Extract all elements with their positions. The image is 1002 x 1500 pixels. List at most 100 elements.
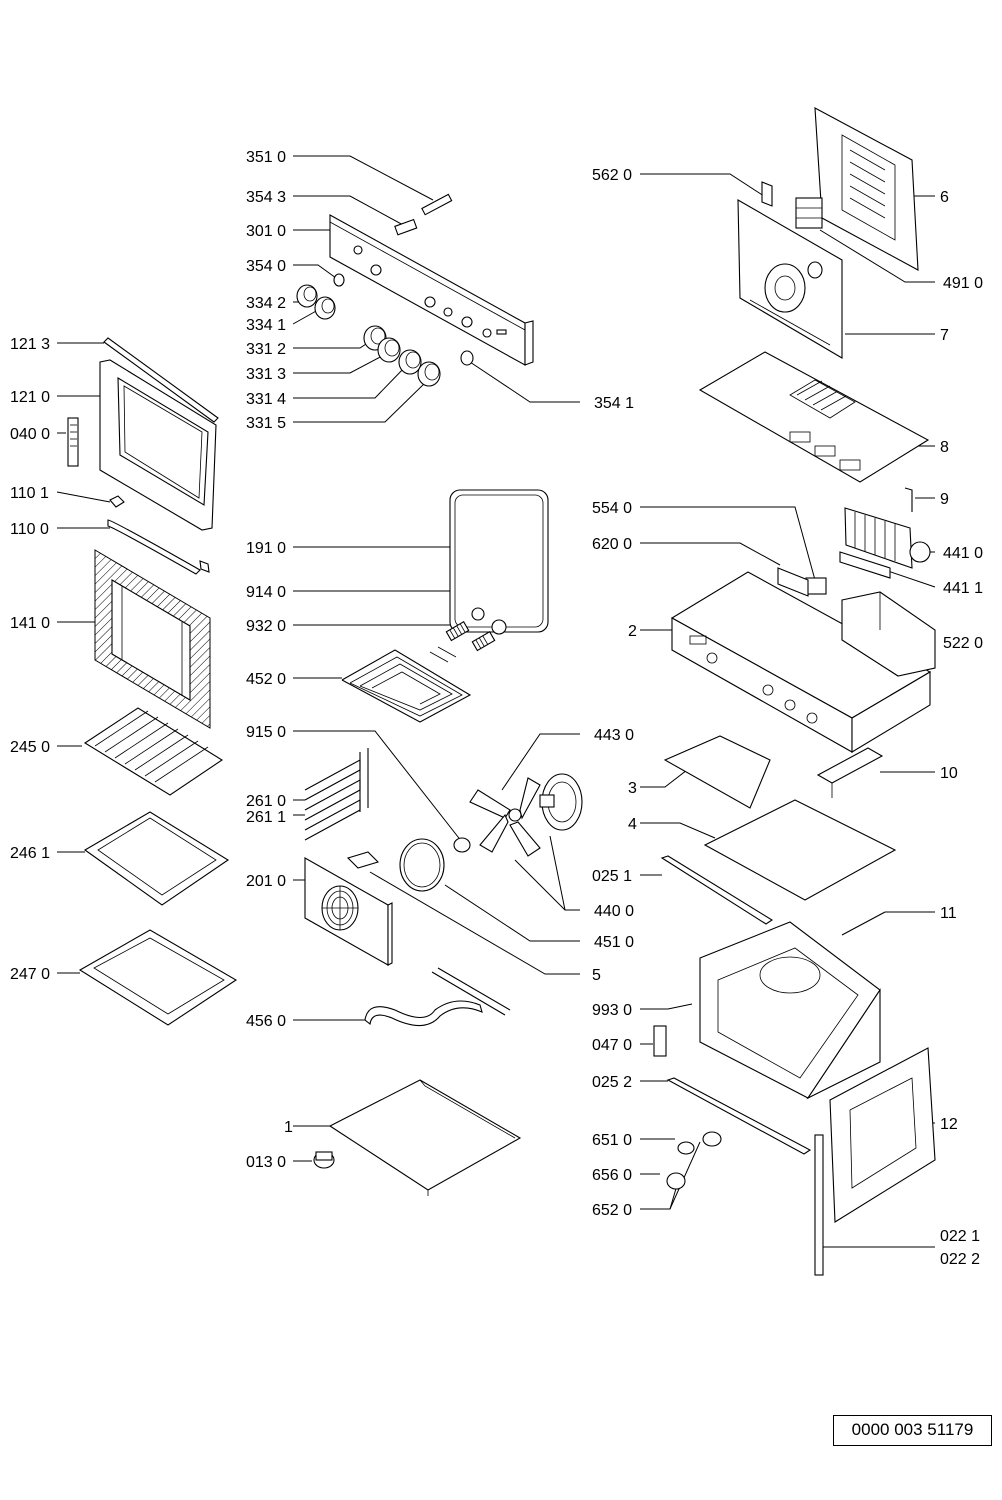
label-5: 5 xyxy=(592,967,601,984)
label-121-0: 121 0 xyxy=(10,389,50,406)
label-3: 3 xyxy=(628,780,637,797)
label-440-0: 440 0 xyxy=(594,903,634,920)
label-915-0: 915 0 xyxy=(246,724,286,741)
label-914-0: 914 0 xyxy=(246,584,286,601)
label-441-1: 441 1 xyxy=(943,580,983,597)
label-110-1: 110 1 xyxy=(10,485,49,502)
knob-part-331-3 xyxy=(377,337,401,363)
label-441-0: 441 0 xyxy=(943,545,983,562)
label-1: 1 xyxy=(284,1119,293,1136)
top-element-part-452-0 xyxy=(341,646,472,723)
label-110-0: 110 0 xyxy=(10,521,49,538)
label-443-0: 443 0 xyxy=(594,727,634,744)
label-656-0: 656 0 xyxy=(592,1167,632,1184)
label-331-4: 331 4 xyxy=(246,391,286,408)
label-491-0: 491 0 xyxy=(943,275,983,292)
label-040-0: 040 0 xyxy=(10,426,50,443)
label-246-1: 246 1 xyxy=(10,845,50,862)
tangential-fan-part-441-0 xyxy=(844,507,931,569)
label-331-2: 331 2 xyxy=(246,341,286,358)
shelf-part-4 xyxy=(703,799,897,901)
label-2: 2 xyxy=(628,623,637,640)
label-6: 6 xyxy=(940,189,949,206)
label-8: 8 xyxy=(940,439,949,456)
label-452-0: 452 0 xyxy=(246,671,286,688)
label-620-0: 620 0 xyxy=(592,536,632,553)
label-191-0: 191 0 xyxy=(246,540,286,557)
top-plate-part-8 xyxy=(698,351,930,483)
label-247-0: 247 0 xyxy=(10,966,50,983)
label-354-3: 354 3 xyxy=(246,189,286,206)
reference-number-box: 0000 003 51179 xyxy=(833,1415,992,1446)
element-group xyxy=(304,489,583,1196)
knob-part-334-1 xyxy=(314,296,336,320)
baking-tray-part-246-1 xyxy=(83,811,230,906)
label-047-0: 047 0 xyxy=(592,1037,632,1054)
reference-number: 0000 003 51179 xyxy=(851,1420,974,1439)
label-4: 4 xyxy=(628,816,637,833)
label-025-1: 025 1 xyxy=(592,868,632,885)
label-562-0: 562 0 xyxy=(592,167,632,184)
label-651-0: 651 0 xyxy=(592,1132,632,1149)
knob-part-331-4 xyxy=(398,349,422,375)
label-261-0: 261 0 xyxy=(246,793,286,810)
oven-cavity xyxy=(699,921,881,1100)
tray-group xyxy=(78,707,238,1026)
label-022-2: 022 2 xyxy=(940,1251,980,1268)
label-331-3: 331 3 xyxy=(246,366,286,383)
ring-element-part-451-0 xyxy=(399,838,445,892)
label-11: 11 xyxy=(940,905,957,922)
label-025-2: 025 2 xyxy=(592,1074,632,1091)
relay-block-part-522-0 xyxy=(841,591,936,677)
gasket-part-191-0 xyxy=(449,489,549,633)
door-liner-part-12 xyxy=(829,1047,936,1223)
label-121-3: 121 3 xyxy=(10,336,50,353)
control-panel-group xyxy=(296,193,534,387)
transformer-part-491-0 xyxy=(795,197,823,229)
rear-wall-part-7 xyxy=(737,199,843,359)
label-451-0: 451 0 xyxy=(594,934,634,951)
label-245-0: 245 0 xyxy=(10,739,50,756)
label-652-0: 652 0 xyxy=(592,1202,632,1219)
label-013-0: 013 0 xyxy=(246,1154,286,1171)
bottom-plate-part-1 xyxy=(328,1079,522,1196)
fan-blade-part-443-0 xyxy=(469,777,541,857)
label-456-0: 456 0 xyxy=(246,1013,286,1030)
part-labels: 351 0 354 3 301 0 354 0 334 2 334 1 331 … xyxy=(10,149,983,1268)
label-261-1: 261 1 xyxy=(246,809,286,826)
label-141-0: 141 0 xyxy=(10,615,50,632)
label-932-0: 932 0 xyxy=(246,618,286,635)
bottom-element-part-456-0 xyxy=(364,967,511,1027)
label-334-1: 334 1 xyxy=(246,317,286,334)
bushing-part-354-3 xyxy=(394,218,418,236)
door-group xyxy=(67,337,219,729)
label-12: 12 xyxy=(940,1116,958,1133)
base-frame-part-2 xyxy=(670,571,932,753)
knob-part-331-5 xyxy=(417,361,441,387)
label-351-0: 351 0 xyxy=(246,149,286,166)
control-panel-part-301-0 xyxy=(329,214,526,366)
rear-group xyxy=(653,107,936,1276)
hinge-part-040-0 xyxy=(67,417,79,467)
label-10: 10 xyxy=(940,765,958,782)
label-334-2: 334 2 xyxy=(246,295,286,312)
label-022-1: 022 1 xyxy=(940,1228,980,1245)
label-9: 9 xyxy=(940,491,949,508)
label-522-0: 522 0 xyxy=(943,635,983,652)
label-993-0: 993 0 xyxy=(592,1002,632,1019)
label-201-0: 201 0 xyxy=(246,873,286,890)
label-554-0: 554 0 xyxy=(592,500,632,517)
deep-tray-part-247-0 xyxy=(78,929,238,1026)
knob-part-334-2 xyxy=(296,284,318,308)
label-7: 7 xyxy=(940,327,949,344)
fan-cover-part-201-0 xyxy=(304,857,393,966)
label-354-1: 354 1 xyxy=(594,395,634,412)
shelf-part-3 xyxy=(663,735,771,809)
label-301-0: 301 0 xyxy=(246,223,286,240)
side-rack-part-261-0 xyxy=(304,748,369,841)
label-354-0: 354 0 xyxy=(246,258,286,275)
fan-motor-part-440-0 xyxy=(539,773,583,831)
pin-part-351-0 xyxy=(421,193,453,216)
wire-rack-part-245-0 xyxy=(83,707,224,796)
